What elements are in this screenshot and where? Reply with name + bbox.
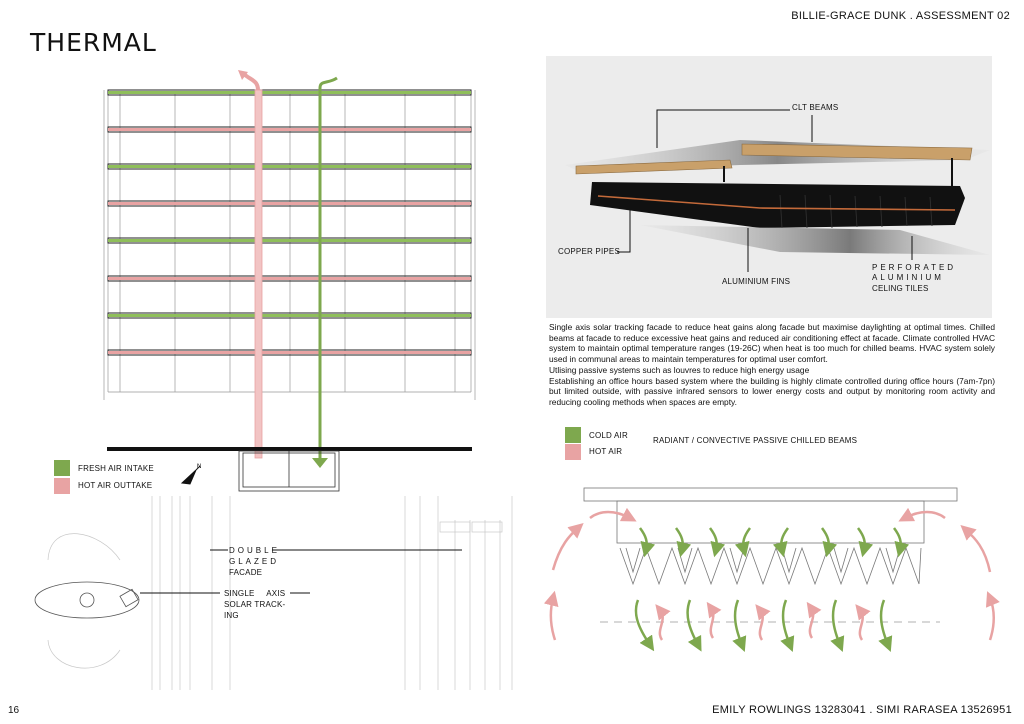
fresh-air-label: FRESH AIR INTAKE: [78, 464, 154, 473]
perforated-label-2: ALUMINIUM: [872, 273, 944, 282]
cold-air-label: COLD AIR: [589, 431, 628, 440]
description-paragraph-1: Single axis solar tracking facade to red…: [549, 322, 995, 365]
hot-air-label: HOT AIR OUTTAKE: [78, 481, 153, 490]
aluminium-fins-label: ALUMINIUM FINS: [722, 277, 791, 286]
fresh-air-swatch: [54, 460, 70, 476]
hot-air-beam-swatch: [565, 444, 581, 460]
assessment-label: BILLIE-GRACE DUNK . ASSESSMENT 02: [791, 10, 1010, 22]
double-glazed-label-3: FACADE: [229, 568, 263, 577]
perforated-label-3: CELING TILES: [872, 284, 929, 293]
single-axis-label-1: SINGLE AXIS: [224, 589, 286, 598]
cold-air-swatch: [565, 427, 581, 443]
svg-text:N: N: [197, 464, 201, 470]
description-paragraph-2: Utlising passive systems such as louvres…: [549, 364, 810, 375]
copper-pipes-label: COPPER PIPES: [558, 247, 620, 256]
double-glazed-label-2: GLAZED: [229, 557, 280, 566]
hot-air-swatch: [54, 478, 70, 494]
description-text: Single axis solar tracking facade to red…: [549, 322, 995, 408]
page-title: THERMAL: [30, 28, 157, 57]
double-glazed-label-1: DOUBLE: [229, 546, 280, 555]
single-axis-label-3: ING: [224, 611, 239, 620]
single-axis-label-2: SOLAR TRACK-: [224, 600, 286, 609]
perforated-label-1: PERFORATED: [872, 263, 957, 272]
chilled-beams-title: RADIANT / CONVECTIVE PASSIVE CHILLED BEA…: [653, 436, 858, 445]
description-paragraph-3: Establishing an office hours based syste…: [549, 375, 995, 407]
credits-label: EMILY ROWLINGS 13283041 . SIMI RARASEA 1…: [712, 704, 1012, 716]
clt-beams-label: CLT BEAMS: [792, 103, 839, 112]
page-number: 16: [8, 705, 20, 716]
hot-air-beam-label: HOT AIR: [589, 447, 623, 456]
